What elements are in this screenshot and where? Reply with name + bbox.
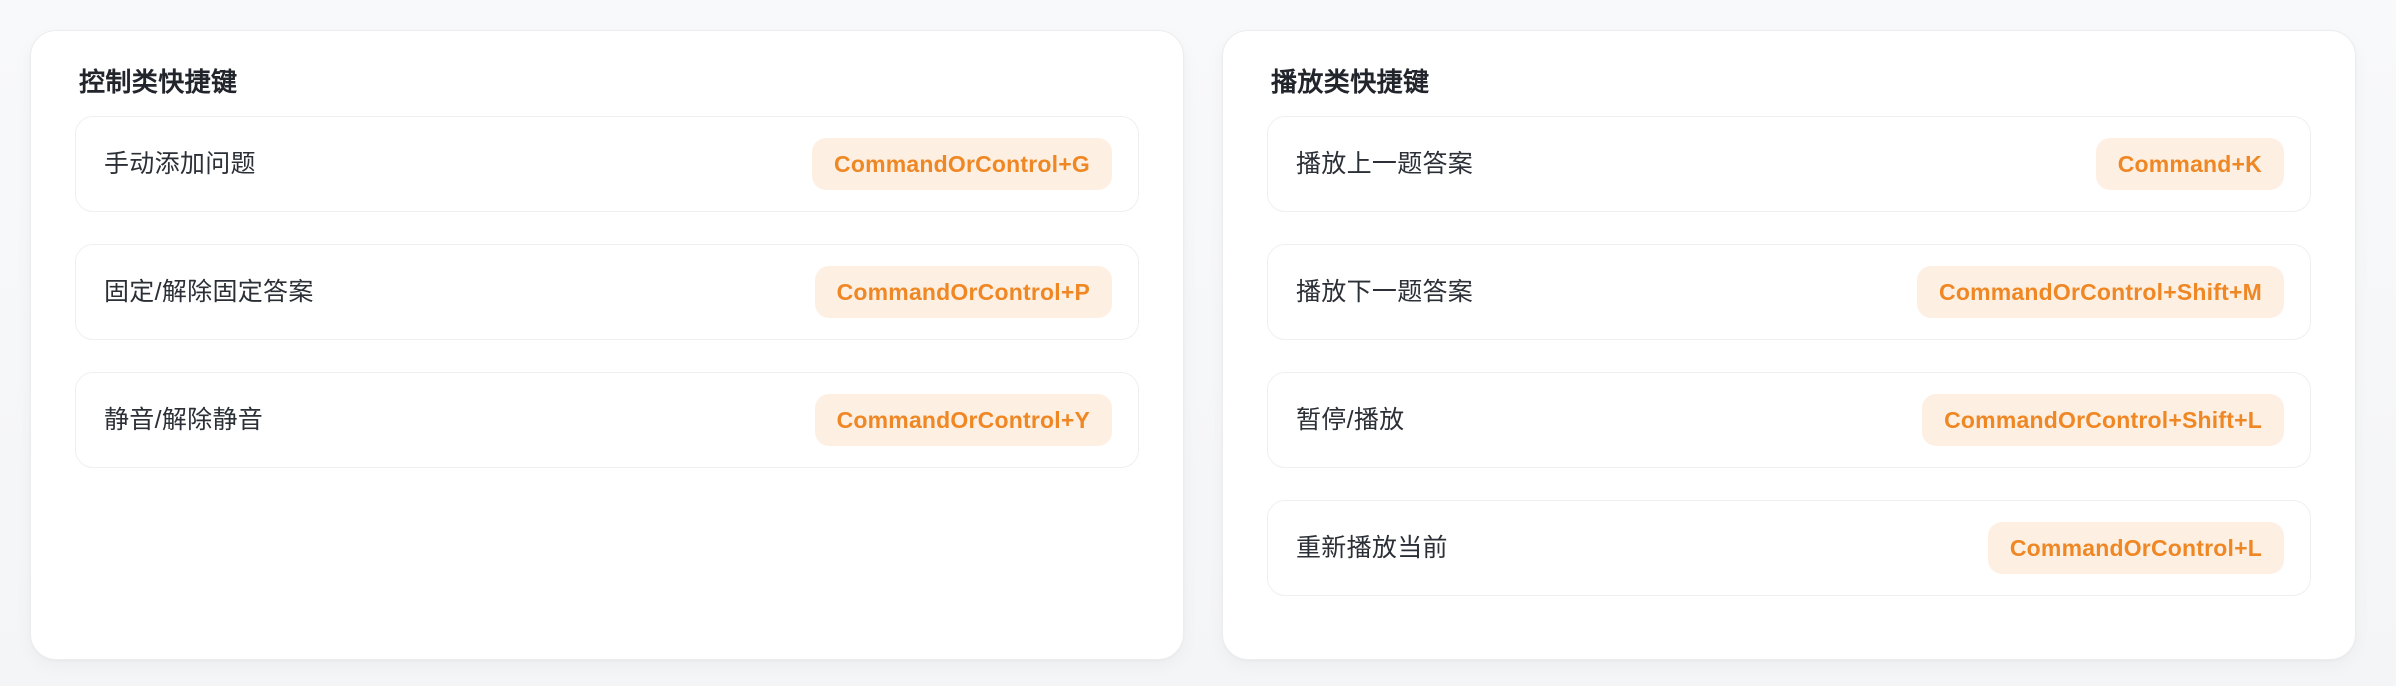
shortcut-row-manual-add-question[interactable]: 手动添加问题 CommandOrControl+G [75, 116, 1139, 213]
shortcut-label: 重新播放当前 [1296, 533, 1448, 562]
shortcut-row-replay-current[interactable]: 重新播放当前 CommandOrControl+L [1267, 500, 2311, 597]
playback-shortcuts-panel: 播放类快捷键 播放上一题答案 Command+K 播放下一题答案 Command… [1222, 30, 2356, 660]
shortcut-key-badge[interactable]: CommandOrControl+Y [814, 394, 1112, 447]
control-shortcuts-list: 手动添加问题 CommandOrControl+G 固定/解除固定答案 Comm… [75, 116, 1139, 469]
shortcut-row-pin-unpin-answer[interactable]: 固定/解除固定答案 CommandOrControl+P [75, 244, 1139, 341]
shortcut-row-play-next-answer[interactable]: 播放下一题答案 CommandOrControl+Shift+M [1267, 244, 2311, 341]
playback-shortcuts-title: 播放类快捷键 [1271, 67, 1430, 97]
shortcut-key-badge[interactable]: CommandOrControl+Shift+M [1917, 266, 2284, 319]
control-shortcuts-title: 控制类快捷键 [79, 67, 238, 97]
shortcut-label: 固定/解除固定答案 [104, 277, 314, 306]
shortcut-key-badge[interactable]: CommandOrControl+P [814, 266, 1112, 319]
shortcut-label: 手动添加问题 [104, 149, 256, 178]
shortcut-key-badge[interactable]: Command+K [2095, 138, 2284, 191]
playback-shortcuts-list: 播放上一题答案 Command+K 播放下一题答案 CommandOrContr… [1267, 116, 2311, 597]
shortcut-row-mute-unmute[interactable]: 静音/解除静音 CommandOrControl+Y [75, 372, 1139, 469]
shortcut-key-badge[interactable]: CommandOrControl+L [1987, 522, 2284, 575]
shortcut-row-play-previous-answer[interactable]: 播放上一题答案 Command+K [1267, 116, 2311, 213]
shortcut-row-pause-play[interactable]: 暂停/播放 CommandOrControl+Shift+L [1267, 372, 2311, 469]
shortcut-label: 播放上一题答案 [1296, 149, 1474, 178]
shortcut-key-badge[interactable]: CommandOrControl+G [812, 138, 1112, 191]
shortcut-label: 暂停/播放 [1296, 405, 1405, 434]
shortcut-label: 播放下一题答案 [1296, 277, 1474, 306]
shortcut-key-badge[interactable]: CommandOrControl+Shift+L [1922, 394, 2284, 447]
control-shortcuts-panel: 控制类快捷键 手动添加问题 CommandOrControl+G 固定/解除固定… [30, 30, 1184, 660]
shortcut-label: 静音/解除静音 [104, 405, 264, 434]
